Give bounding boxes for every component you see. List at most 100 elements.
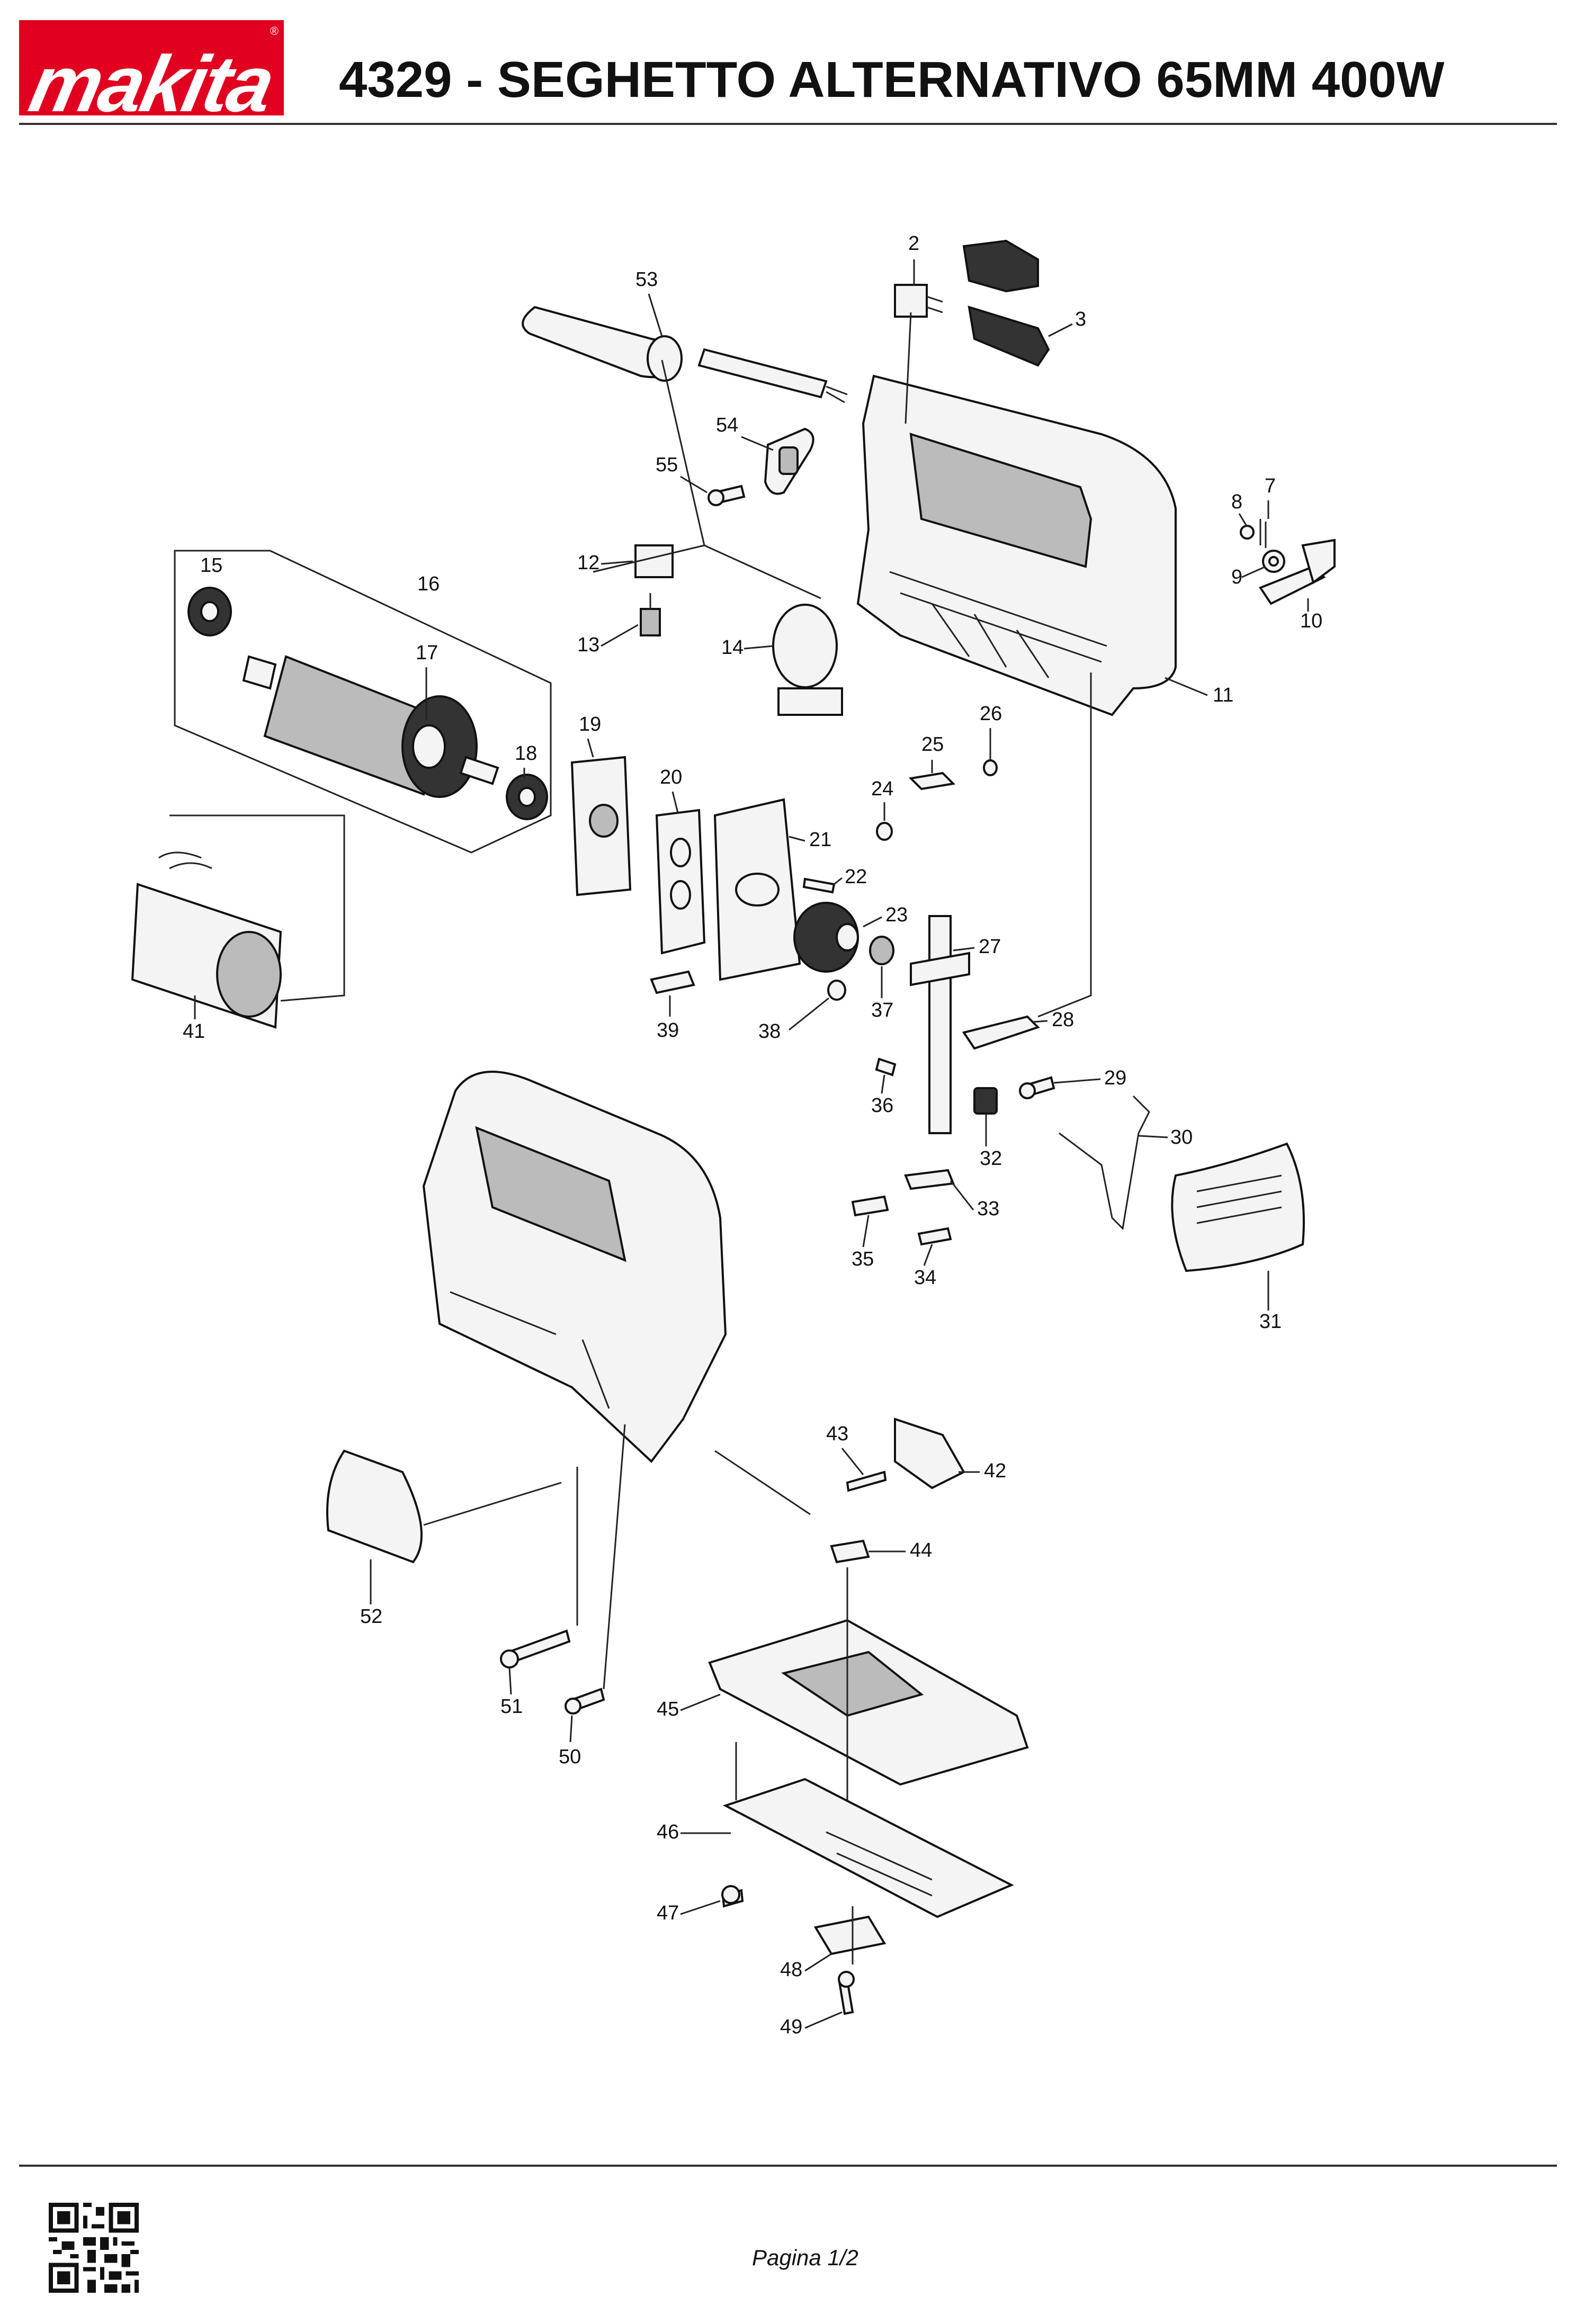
svg-text:55: 55 bbox=[656, 454, 678, 476]
part-17-fan bbox=[412, 724, 446, 769]
svg-text:51: 51 bbox=[500, 1695, 523, 1718]
svg-text:47: 47 bbox=[657, 1902, 679, 1924]
footer-divider bbox=[19, 2165, 1557, 2167]
part-31-chip-cover bbox=[1171, 1142, 1305, 1272]
part-41-field bbox=[131, 851, 282, 1029]
part-54-cord-clamp bbox=[764, 427, 814, 495]
svg-text:28: 28 bbox=[1052, 1009, 1074, 1031]
part-8-ball bbox=[1240, 525, 1255, 540]
svg-text:27: 27 bbox=[979, 936, 1001, 958]
svg-text:48: 48 bbox=[780, 1959, 802, 1981]
part-18-bearing bbox=[506, 774, 548, 820]
callout-labels: 2 3 7 8 9 10 11 12 13 14 15 16 17 18 19 … bbox=[183, 232, 1322, 2038]
part-53-cord-guard bbox=[522, 306, 848, 403]
page-number: Pagina 1/2 bbox=[752, 2245, 858, 2270]
part-2-switch bbox=[894, 284, 943, 318]
svg-text:33: 33 bbox=[977, 1198, 999, 1220]
part-48-anti-splinter bbox=[813, 1915, 886, 1955]
svg-text:49: 49 bbox=[780, 2016, 802, 2038]
svg-text:54: 54 bbox=[716, 414, 738, 436]
part-42-roller-guide bbox=[894, 1417, 965, 1489]
svg-text:25: 25 bbox=[921, 733, 944, 756]
part-24-o-ring bbox=[876, 822, 893, 841]
svg-text:31: 31 bbox=[1259, 1311, 1282, 1333]
svg-text:11: 11 bbox=[1213, 684, 1233, 706]
svg-text:43: 43 bbox=[826, 1423, 848, 1445]
svg-text:35: 35 bbox=[852, 1248, 874, 1270]
part-7-spring bbox=[1259, 519, 1267, 548]
svg-text:46: 46 bbox=[657, 1821, 679, 1843]
svg-text:50: 50 bbox=[559, 1746, 581, 1768]
part-33-shaft-holder bbox=[904, 1169, 955, 1190]
logo-wordmark: makita bbox=[22, 39, 281, 128]
svg-text:10: 10 bbox=[1300, 610, 1322, 632]
part-11-housing bbox=[856, 374, 1177, 716]
part-55-screw bbox=[708, 484, 746, 506]
makita-logo: makita ® bbox=[19, 20, 284, 128]
svg-text:38: 38 bbox=[758, 1020, 781, 1043]
svg-text:23: 23 bbox=[885, 904, 908, 926]
part-21-gear-housing bbox=[713, 798, 801, 981]
part-12-brush-holder bbox=[634, 544, 674, 578]
svg-text:18: 18 bbox=[515, 742, 537, 765]
svg-text:32: 32 bbox=[980, 1147, 1002, 1170]
part-43-pin bbox=[846, 1470, 887, 1492]
svg-text:45: 45 bbox=[657, 1698, 679, 1720]
page-title: 4329 - SEGHETTO ALTERNATIVO 65MM 400W bbox=[339, 51, 1445, 108]
part-15-bearing bbox=[187, 587, 232, 636]
part-20-plate bbox=[655, 809, 706, 955]
part-36-screw bbox=[875, 1057, 897, 1076]
part-16-armature bbox=[242, 655, 499, 798]
svg-text:29: 29 bbox=[1104, 1067, 1126, 1089]
part-46-shoe bbox=[722, 1778, 1014, 1918]
svg-text:44: 44 bbox=[910, 1539, 932, 1562]
svg-text:2: 2 bbox=[908, 232, 919, 255]
part-26-o-ring bbox=[983, 759, 998, 776]
part-29-screw bbox=[1019, 1076, 1055, 1099]
svg-text:30: 30 bbox=[1170, 1126, 1193, 1148]
part-14-switch-unit bbox=[772, 604, 843, 716]
svg-text:8: 8 bbox=[1231, 491, 1242, 513]
page-header: makita ® 4329 - SEGHETTO ALTERNATIVO 65M… bbox=[0, 0, 1576, 128]
svg-text:37: 37 bbox=[871, 999, 893, 1021]
part-49-screw bbox=[838, 1971, 855, 2015]
svg-text:3: 3 bbox=[1075, 308, 1086, 330]
svg-text:22: 22 bbox=[845, 866, 867, 888]
svg-text:7: 7 bbox=[1265, 475, 1276, 497]
part-13-carbon-brush bbox=[640, 593, 661, 636]
svg-text:41: 41 bbox=[183, 1020, 205, 1043]
svg-text:21: 21 bbox=[809, 829, 831, 851]
qr-code bbox=[49, 2203, 139, 2293]
svg-text:16: 16 bbox=[417, 573, 440, 595]
part-25-slider-guide bbox=[908, 771, 956, 791]
svg-text:26: 26 bbox=[980, 703, 1002, 725]
part-9-ring bbox=[1262, 550, 1285, 573]
part-39-plate bbox=[650, 970, 695, 994]
header-divider bbox=[19, 123, 1557, 125]
svg-text:24: 24 bbox=[871, 778, 893, 800]
part-38-ring bbox=[827, 980, 846, 1001]
part-37-bearing bbox=[869, 936, 894, 965]
part-47-screw bbox=[721, 1885, 744, 1908]
part-52-label bbox=[326, 1449, 423, 1564]
part-35-plate bbox=[851, 1195, 889, 1217]
part-27-slider bbox=[910, 915, 970, 1134]
svg-text:19: 19 bbox=[579, 713, 601, 735]
svg-text:20: 20 bbox=[660, 766, 682, 788]
svg-text:36: 36 bbox=[871, 1094, 893, 1117]
part-19-bearing-box bbox=[570, 756, 632, 896]
svg-text:13: 13 bbox=[577, 634, 599, 656]
svg-text:15: 15 bbox=[200, 554, 222, 577]
svg-text:17: 17 bbox=[416, 642, 438, 664]
exploded-parts-diagram: 2 3 7 8 9 10 11 12 13 14 15 16 17 18 19 … bbox=[0, 127, 1576, 2160]
part-50-screw bbox=[565, 1688, 605, 1715]
part-22-pin bbox=[802, 877, 836, 894]
svg-text:53: 53 bbox=[635, 268, 658, 291]
svg-text:52: 52 bbox=[360, 1605, 382, 1628]
handle-housing bbox=[422, 1071, 727, 1463]
part-30-spring-wire bbox=[1059, 1095, 1150, 1231]
svg-text:34: 34 bbox=[914, 1267, 936, 1289]
part-28-guide bbox=[962, 1015, 1040, 1050]
part-10-lever bbox=[1258, 539, 1336, 605]
part-44-nut bbox=[830, 1539, 870, 1564]
